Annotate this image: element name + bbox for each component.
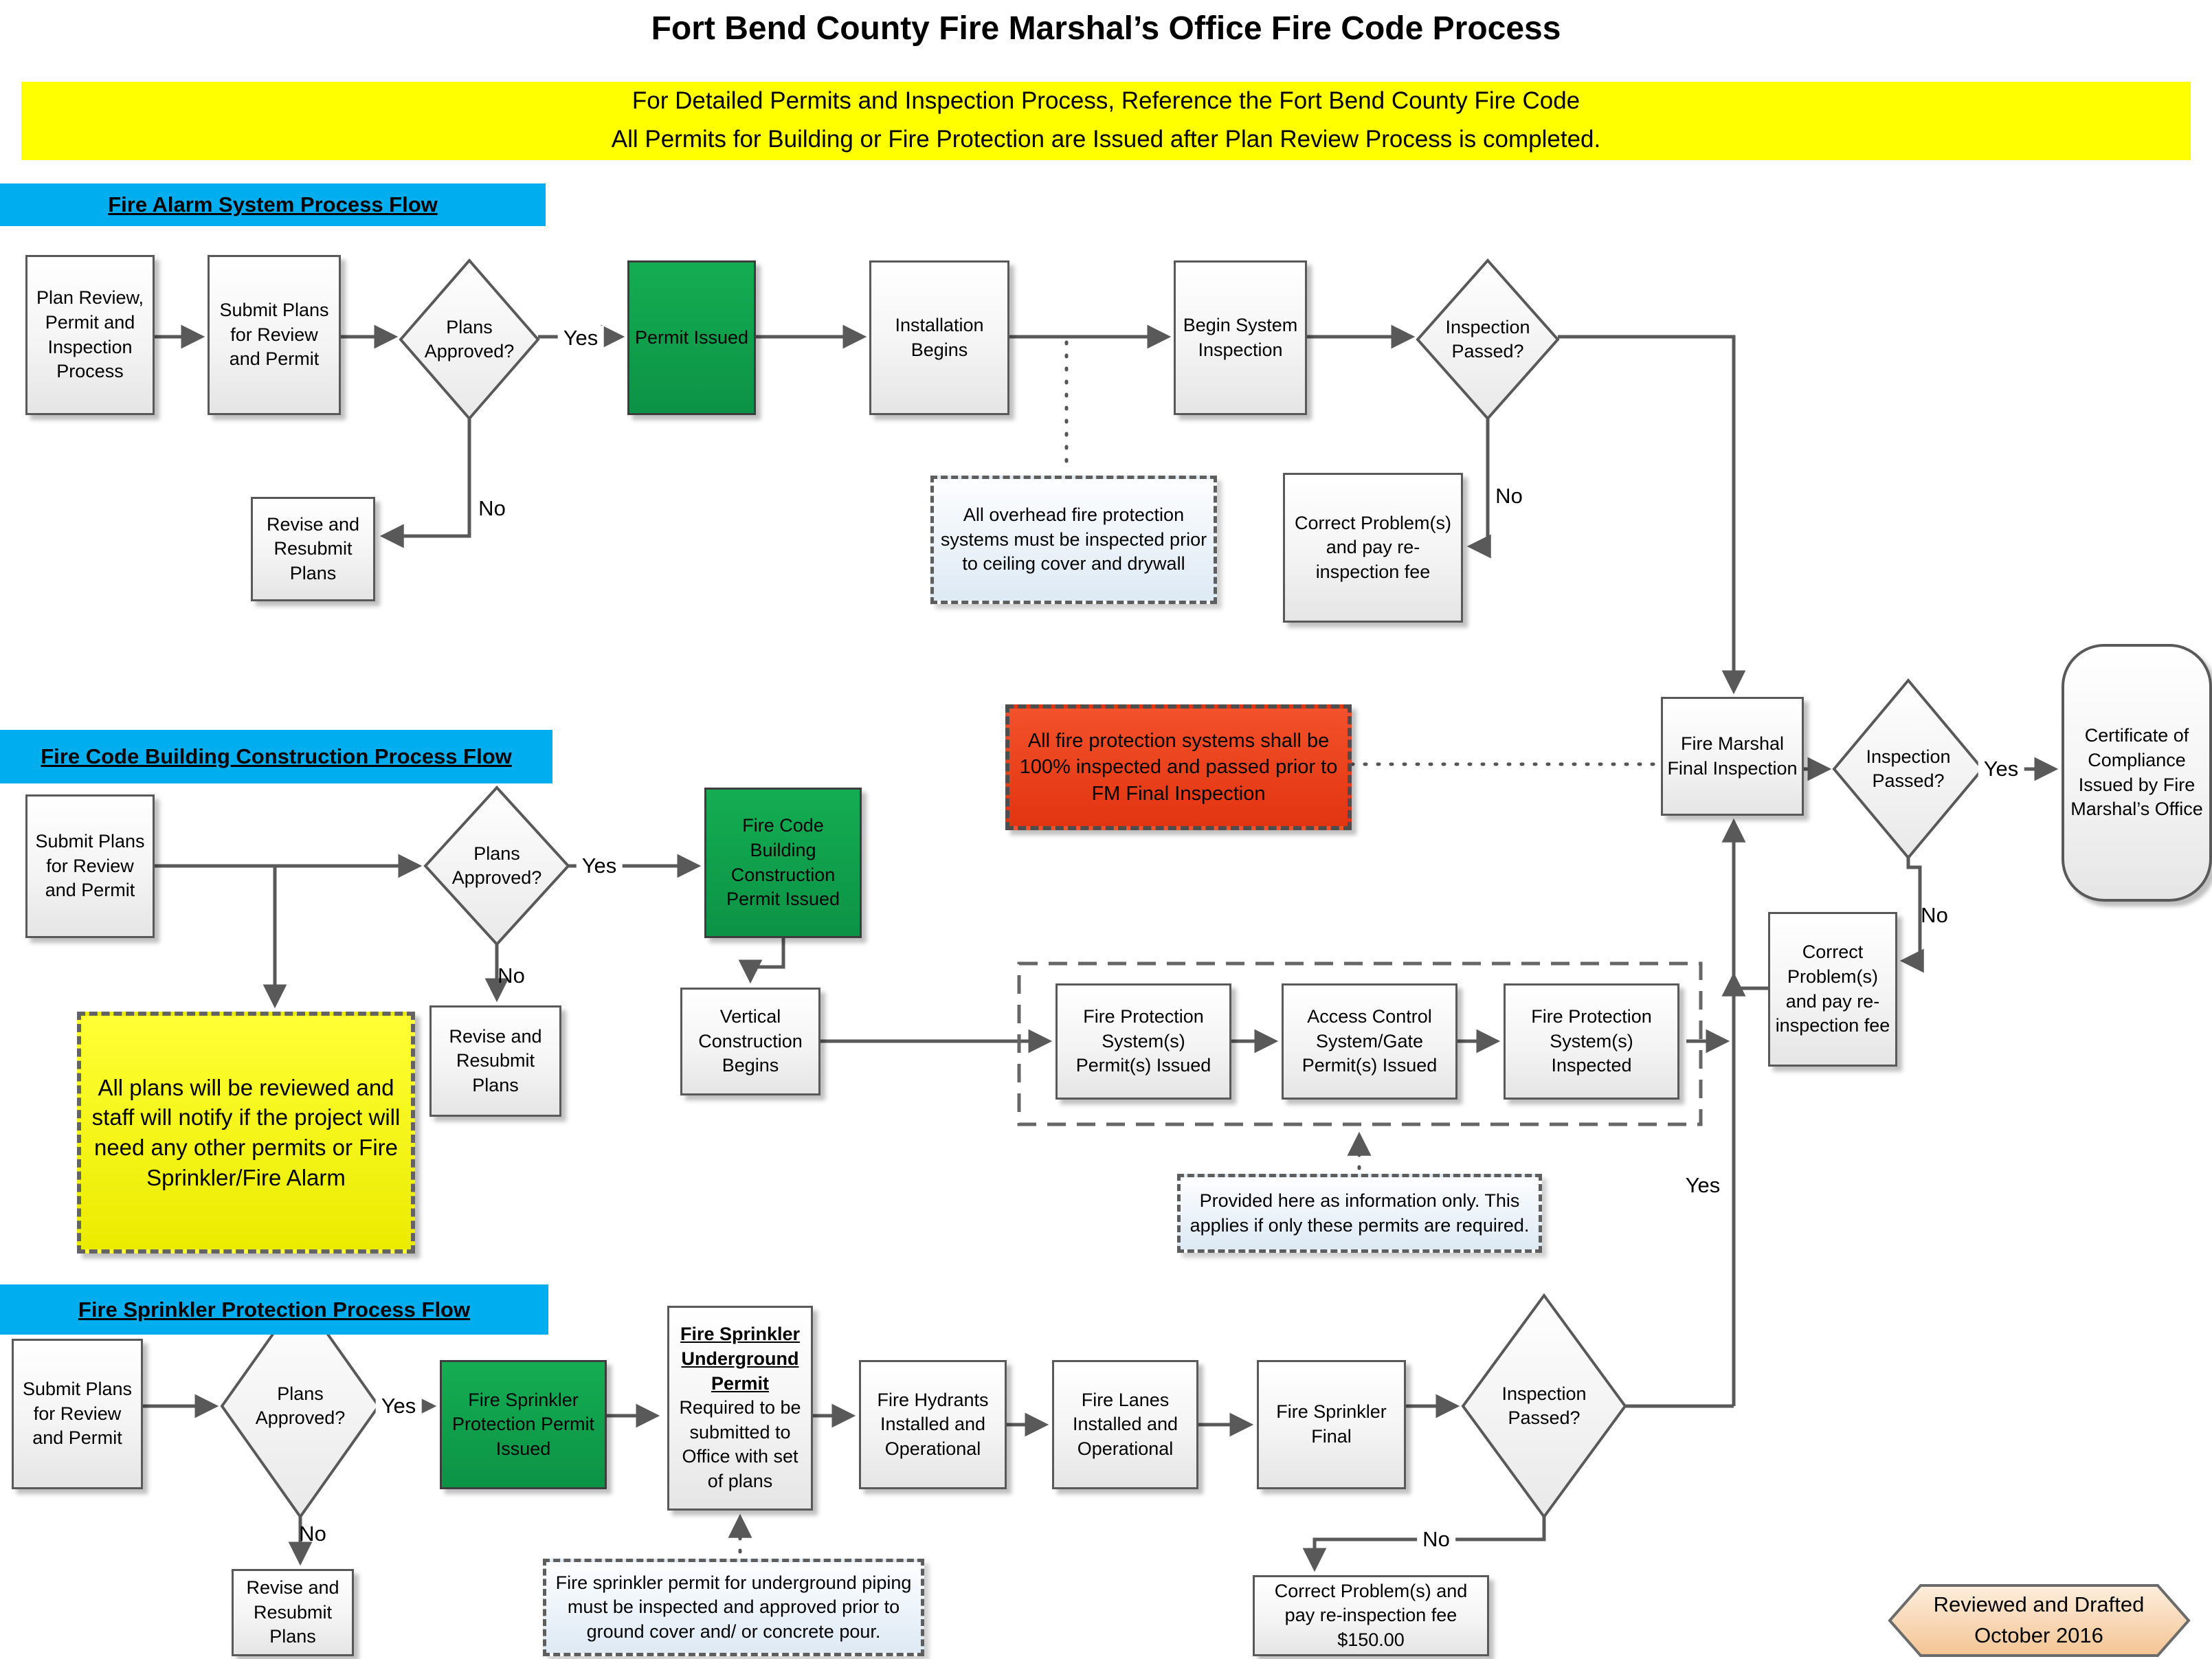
node-sprinkler-final: Fire Sprinkler Final <box>1257 1360 1406 1489</box>
badge-line1: Reviewed and Drafted <box>1933 1592 2145 1617</box>
node-fa-revise-resubmit: Revise and Resubmit Plans <box>251 497 375 601</box>
node-sp-submit-plans: Submit Plans for Review and Permit <box>12 1339 143 1489</box>
node-bc-revise-resubmit: Revise and Resubmit Plans <box>429 1005 561 1117</box>
permits-group-container <box>1017 961 1703 1126</box>
node-begin-system-inspection: Begin System Inspection <box>1174 260 1307 415</box>
node-installation-begins: Installation Begins <box>869 260 1009 415</box>
label-yes-fa: Yes <box>557 326 604 350</box>
info-banner: For Detailed Permits and Inspection Proc… <box>21 82 2191 160</box>
section-header-sprinkler: Fire Sprinkler Protection Process Flow <box>0 1284 548 1335</box>
label-no-fa: No <box>478 496 506 520</box>
label-no-fa2: No <box>1495 484 1523 508</box>
node-bc-permit-issued: Fire Code Building Construction Permit I… <box>704 788 862 938</box>
label-no-fm: No <box>1921 903 1948 927</box>
arrow-no-revise1 <box>379 419 471 548</box>
node-access-control-permits: Access Control System/Gate Permit(s) Iss… <box>1282 983 1457 1100</box>
review-badge-shape <box>1888 1584 2191 1657</box>
label-yes-bc: Yes <box>576 854 623 878</box>
underground-permit-title: Fire Sprinkler Underground Permit <box>680 1324 801 1394</box>
sp-inspection-passed-diamond <box>1461 1293 1627 1519</box>
arrow-bcpermit-vertical <box>738 938 785 984</box>
node-fire-hydrants: Fire Hydrants Installed and Operational <box>859 1360 1007 1489</box>
fm-inspection-passed-diamond <box>1832 678 1985 860</box>
arrow-no-fmcorrect <box>1899 858 1924 973</box>
node-fp-permits-issued: Fire Protection System(s) Permit(s) Issu… <box>1055 983 1231 1100</box>
badge-line2: October 2016 <box>1974 1623 2103 1647</box>
label-sp-inspection-passed: Inspection Passed? <box>1501 1383 1587 1428</box>
label-sp-plans-approved: Plans Approved? <box>255 1383 346 1428</box>
bc-plans-approved-diamond <box>423 786 570 946</box>
node-bc-submit-plans: Submit Plans for Review and Permit <box>25 794 155 938</box>
arrow-no-correct1 <box>1466 419 1491 559</box>
review-badge: Reviewed and Drafted October 2016 <box>1901 1590 2176 1651</box>
label-yes-merge: Yes <box>1685 1173 1721 1197</box>
page-title: Fort Bend County Fire Marshal’s Office F… <box>651 10 1561 47</box>
label-fa-inspection-passed: Inspection Passed? <box>1445 316 1530 361</box>
label-yes-fm: Yes <box>1978 757 2024 781</box>
node-certificate-of-compliance: Certificate of Compliance Issued by Fire… <box>2062 644 2212 902</box>
section-header-building: Fire Code Building Construction Process … <box>0 730 552 783</box>
note-underground-piping: Fire sprinkler permit for underground pi… <box>543 1559 924 1656</box>
fa-plans-approved-diamond <box>399 258 540 421</box>
node-fa-plan-review: Plan Review, Permit and Inspection Proce… <box>25 255 155 415</box>
label-no-sp2: No <box>1417 1527 1455 1552</box>
node-fp-systems-inspected: Fire Protection System(s) Inspected <box>1504 983 1679 1100</box>
node-sp-permit-issued: Fire Sprinkler Protection Permit Issued <box>440 1360 607 1489</box>
underground-permit-body: Required to be submitted to Office with … <box>679 1397 801 1492</box>
label-fm-inspection-passed: Inspection Passed? <box>1866 746 1951 791</box>
node-fm-final-inspection: Fire Marshal Final Inspection <box>1661 697 1804 816</box>
node-fa-permit-issued: Permit Issued <box>627 260 756 415</box>
node-fa-submit-plans: Submit Plans for Review and Permit <box>208 255 341 415</box>
node-sp-revise-resubmit: Revise and Resubmit Plans <box>232 1569 354 1656</box>
node-sp-underground-permit: Fire Sprinkler Underground Permit Requir… <box>667 1306 813 1511</box>
node-fire-lanes: Fire Lanes Installed and Operational <box>1052 1360 1198 1489</box>
node-vertical-construction: Vertical Construction Begins <box>680 988 820 1095</box>
label-yes-sp: Yes <box>375 1394 422 1418</box>
sp-plans-approved-diamond <box>220 1293 381 1519</box>
banner-line2: All Permits for Building or Fire Protect… <box>611 126 1601 153</box>
banner-line1: For Detailed Permits and Inspection Proc… <box>632 87 1580 114</box>
node-fm-correct-problems: Correct Problem(s) and pay re-inspection… <box>1768 912 1897 1067</box>
node-sp-correct-problems: Correct Problem(s) and pay re-inspection… <box>1253 1575 1489 1656</box>
label-bc-plans-approved: Plans Approved? <box>451 843 542 888</box>
label-no-sp: No <box>299 1522 326 1546</box>
label-no-bc: No <box>498 964 525 988</box>
note-provided-information: Provided here as information only. This … <box>1177 1174 1542 1253</box>
note-all-plans-reviewed: All plans will be reviewed and staff wil… <box>77 1012 415 1254</box>
arrow-passed-fmfinal <box>1558 335 1746 695</box>
note-all-fire-protection: All fire protection systems shall be 100… <box>1005 704 1352 830</box>
node-fa-correct-problems: Correct Problem(s) and pay re-inspection… <box>1283 473 1463 623</box>
note-overhead-systems: All overhead fire protection systems mus… <box>930 476 1217 604</box>
label-fa-plans-approved: Plans Approved? <box>424 316 515 361</box>
fa-inspection-passed-diamond <box>1416 258 1560 421</box>
section-header-fire-alarm: Fire Alarm System Process Flow <box>0 183 546 226</box>
